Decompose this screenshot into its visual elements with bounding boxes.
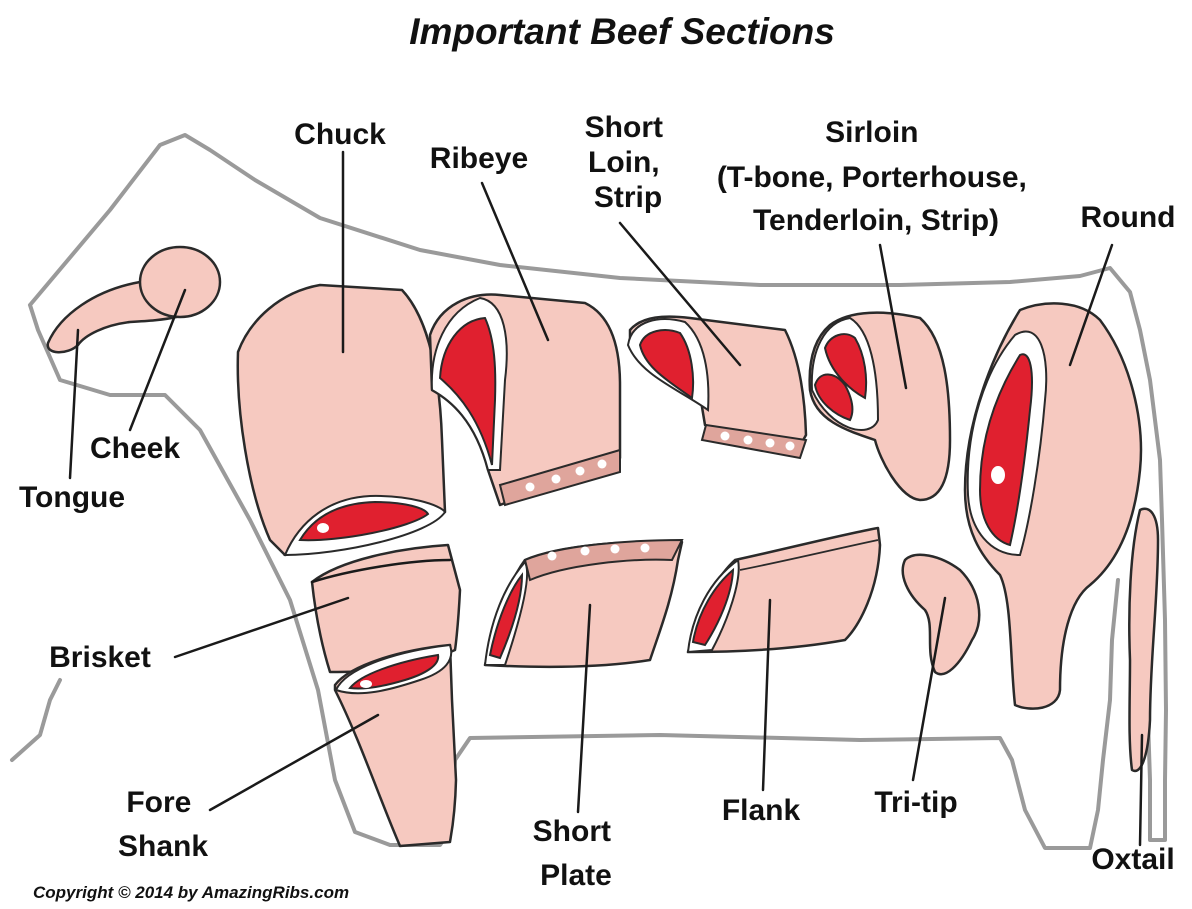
label-short-loin-line2: Loin, [588, 146, 660, 179]
label-round: Round [1081, 201, 1176, 234]
label-brisket: Brisket [49, 641, 151, 674]
oxtail-cut [1129, 509, 1158, 771]
label-short-plate-line1: Short [533, 815, 611, 848]
label-short-loin-line3: Strip [594, 181, 662, 214]
label-cheek: Cheek [90, 432, 180, 465]
label-short-loin-line1: Short [585, 111, 663, 144]
label-fore-shank: Fore Shank [118, 786, 208, 863]
label-short-loin: Short Loin, Strip [585, 111, 672, 214]
label-fore-shank-line1: Fore [126, 786, 191, 819]
sirloin-cut [810, 313, 950, 500]
label-flank: Flank [722, 794, 801, 827]
label-short-plate-line2: Plate [540, 859, 612, 892]
round-cut [965, 303, 1141, 708]
label-sirloin-line1: Sirloin [825, 116, 918, 149]
flank-cut [688, 528, 880, 652]
label-tongue: Tongue [19, 481, 125, 514]
cheek-cut [140, 247, 220, 317]
label-sirloin-line2: (T-bone, Porterhouse, [717, 161, 1027, 194]
label-fore-shank-line2: Shank [118, 830, 208, 863]
label-short-plate: Short Plate [533, 815, 620, 892]
diagram-title: Important Beef Sections [409, 11, 835, 52]
label-chuck: Chuck [294, 118, 386, 151]
fore-shank-cut [335, 645, 456, 846]
chuck-cut [238, 285, 445, 555]
copyright-notice: Copyright © 2014 by AmazingRibs.com [33, 883, 349, 902]
label-ribeye: Ribeye [430, 142, 528, 175]
label-sirloin-line3: Tenderloin, Strip) [753, 204, 999, 237]
label-oxtail: Oxtail [1091, 843, 1174, 876]
ribeye-cut [430, 295, 620, 505]
label-tri-tip: Tri-tip [874, 786, 957, 819]
label-sirloin: Sirloin (T-bone, Porterhouse, Tenderloin… [717, 116, 1035, 237]
short-plate-cut [485, 540, 682, 667]
